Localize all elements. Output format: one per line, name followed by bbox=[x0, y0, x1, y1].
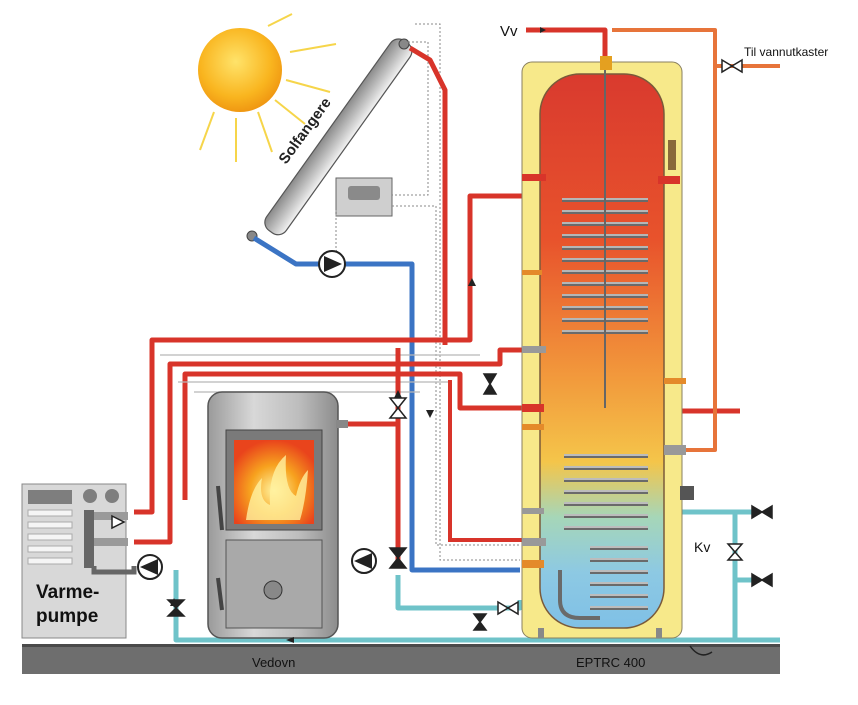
stove-circulation-pump-icon bbox=[351, 548, 377, 574]
heat-pump-label-line1: Varme- bbox=[36, 582, 99, 603]
heat-pump-label-line2: pumpe bbox=[36, 606, 98, 627]
solar-controller bbox=[335, 177, 393, 217]
stove-return-pipe bbox=[448, 380, 522, 542]
wood-stove-label: Vedovn bbox=[252, 655, 295, 670]
heat-pump: Varme- pumpe bbox=[21, 483, 137, 639]
flow-arrows bbox=[170, 27, 546, 643]
to-tap-label: Til vannutkaster bbox=[744, 45, 828, 59]
drain-hose bbox=[689, 645, 713, 656]
solar-loop-pipes bbox=[252, 45, 520, 573]
solar-pump-icon bbox=[318, 250, 346, 278]
cold-water-label: Kv bbox=[694, 539, 710, 555]
tank-model-label: EPTRC 400 bbox=[576, 655, 645, 670]
sun-icon bbox=[198, 13, 337, 162]
ground-top-line bbox=[22, 644, 780, 647]
storage-tank bbox=[521, 56, 694, 639]
heatpump-circulation-pump-icon bbox=[137, 554, 163, 580]
hot-water-label: Vv bbox=[500, 23, 518, 40]
ground-floor bbox=[22, 646, 780, 674]
wood-stove bbox=[207, 391, 348, 639]
valve-icons bbox=[111, 58, 773, 631]
